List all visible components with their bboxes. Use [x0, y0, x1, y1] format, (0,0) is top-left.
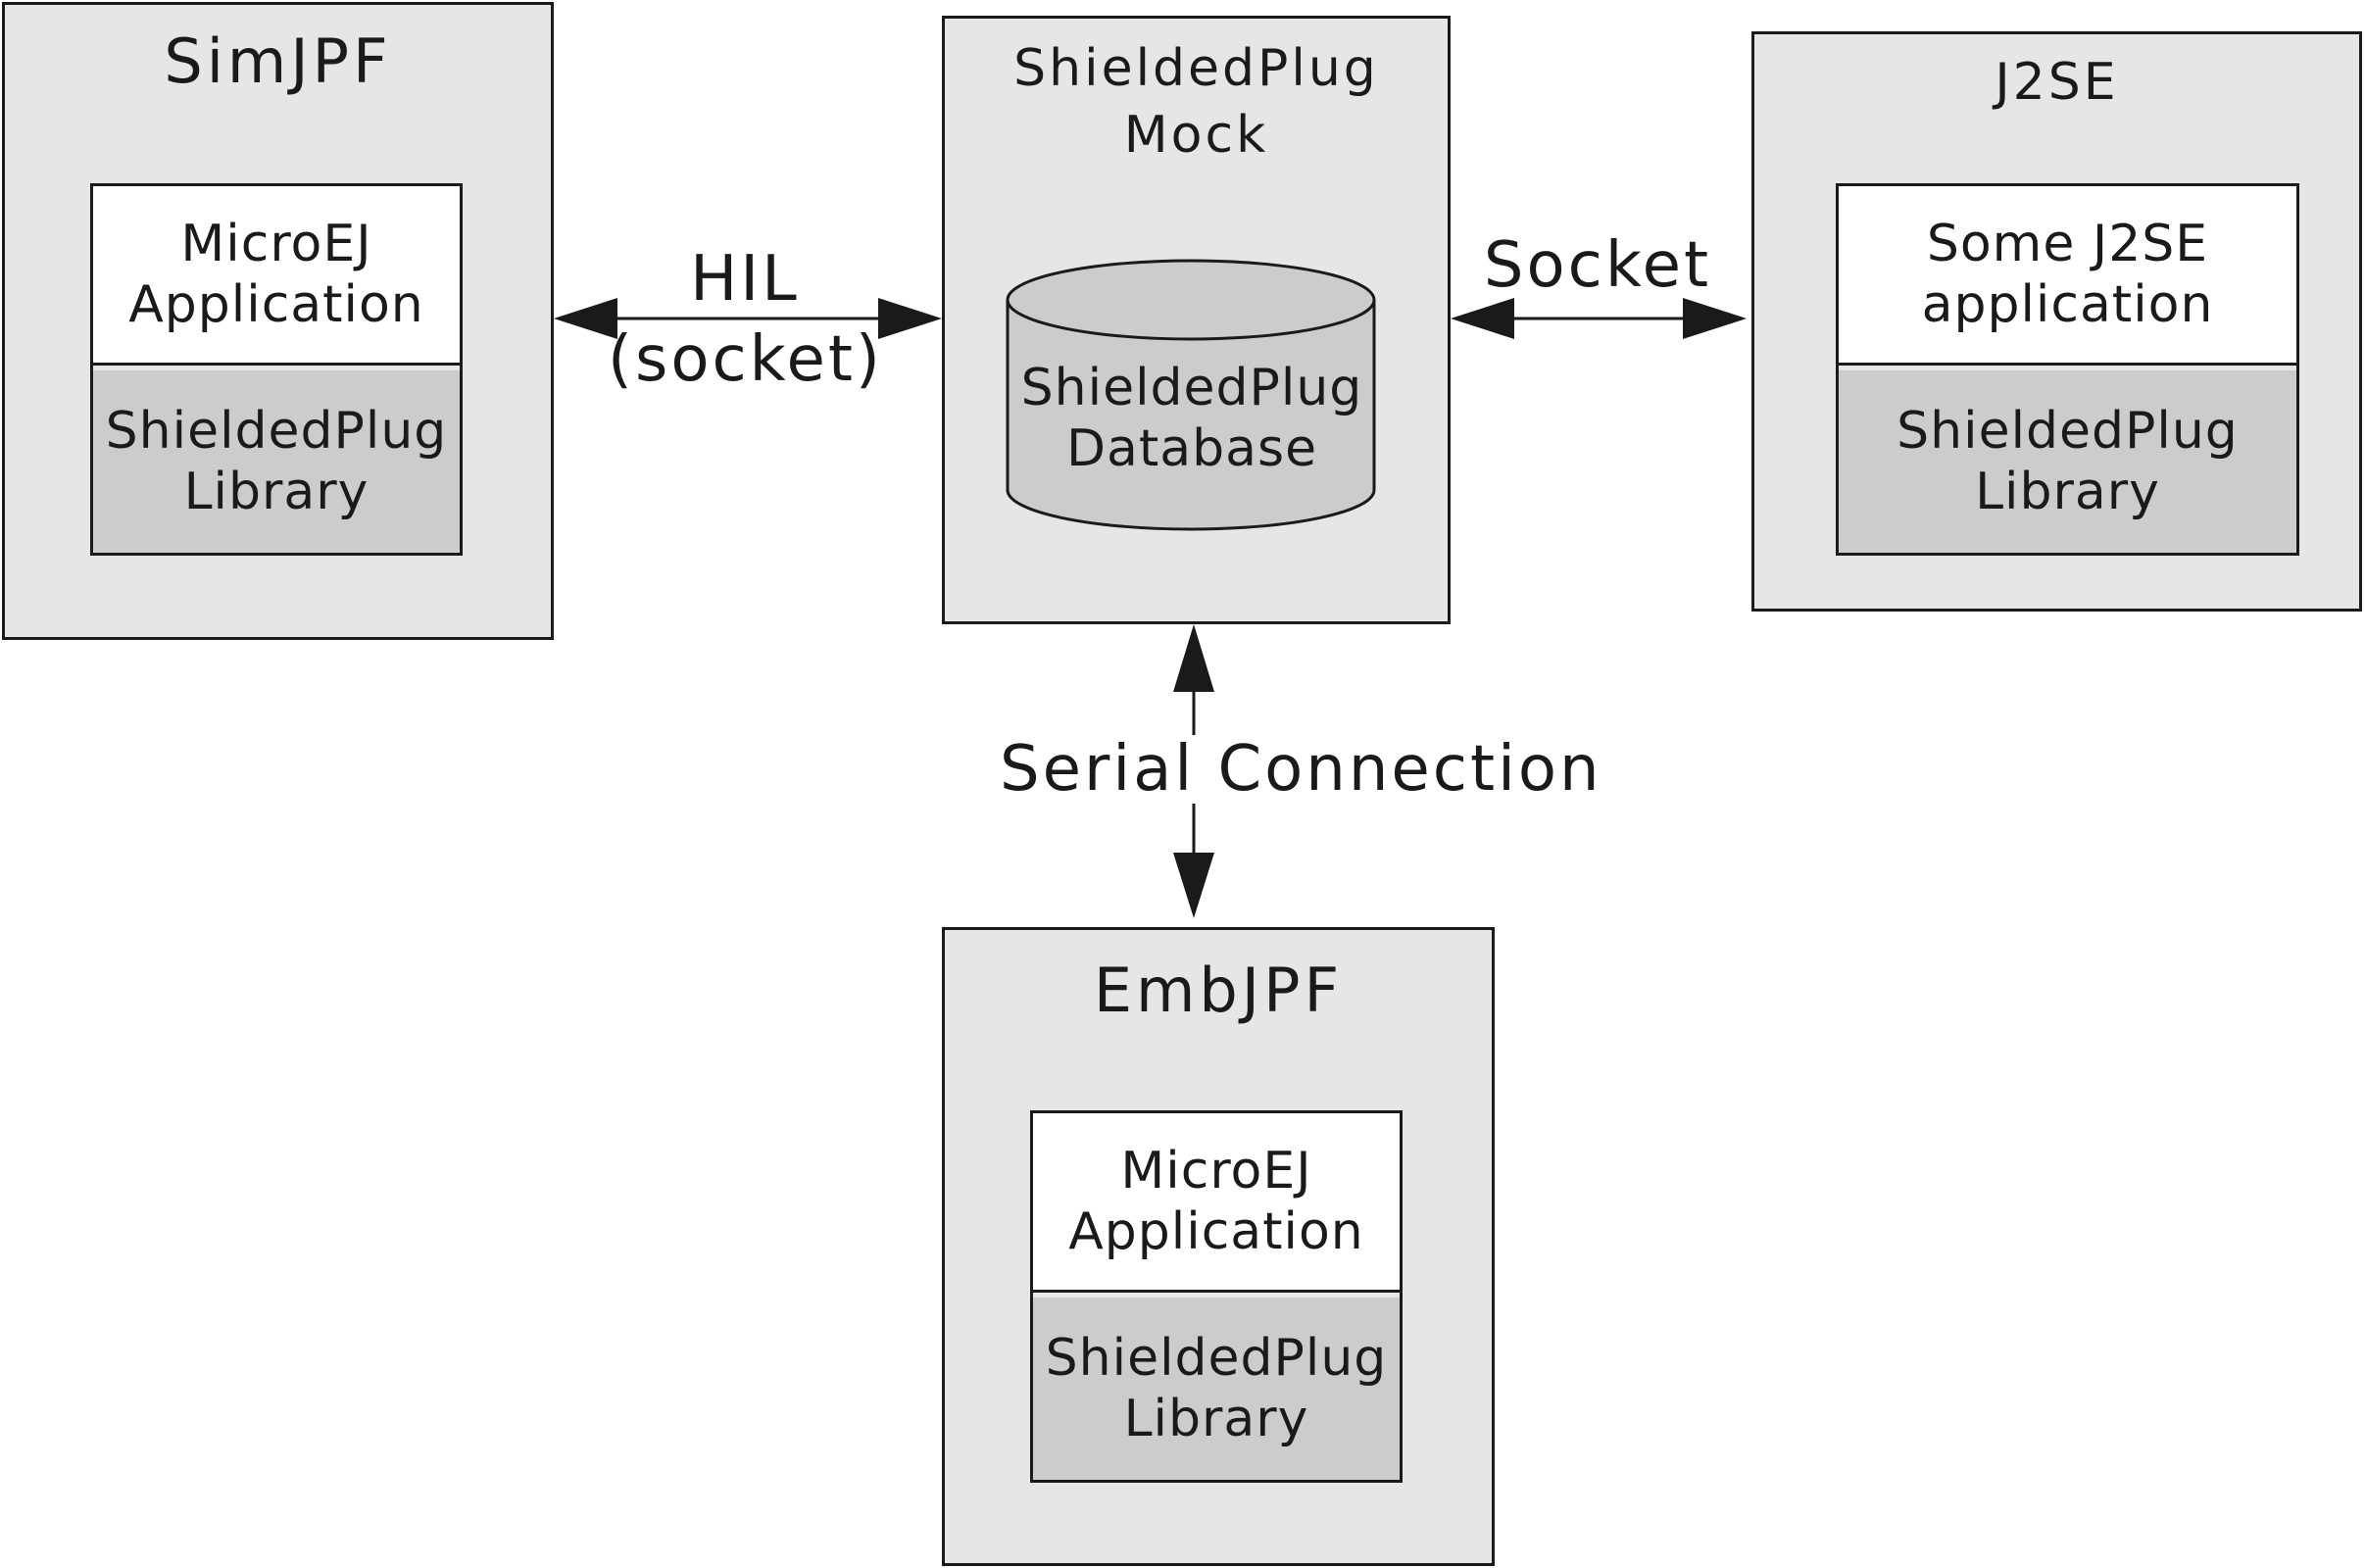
database-label-line1: ShieldedPlug [1020, 359, 1363, 417]
simjpf-library-block: ShieldedPlug Library [93, 370, 460, 553]
simjpf-application-line1: MicroEJ [180, 215, 372, 273]
simjpf-library-line2: Library [183, 463, 370, 521]
embjpf-title: EmbJPF [1093, 955, 1344, 1026]
hil-arrow [554, 298, 942, 339]
simjpf-application-block: MicroEJ Application [93, 186, 460, 366]
database-cylinder [1006, 259, 1376, 531]
j2se-library-line2: Library [1975, 463, 2160, 521]
embjpf-application-block: MicroEJ Application [1033, 1113, 1400, 1293]
j2se-library-block: ShieldedPlug Library [1839, 370, 2296, 553]
simjpf-box: SimJPF MicroEJ Application ShieldedPlug … [2, 2, 554, 640]
simjpf-application-line2: Application [128, 275, 424, 334]
j2se-title: J2SE [1995, 53, 2119, 112]
embjpf-box: EmbJPF MicroEJ Application ShieldedPlug … [942, 927, 1495, 1566]
embjpf-library-block: ShieldedPlug Library [1033, 1298, 1400, 1480]
embjpf-application-line1: MicroEJ [1120, 1142, 1312, 1200]
j2se-box: J2SE Some J2SE application ShieldedPlug … [1751, 31, 2362, 612]
database-label-line2: Database [1065, 419, 1318, 478]
hil-label-line2: (socket) [608, 323, 883, 396]
socket-label: Socket [1483, 229, 1712, 302]
embjpf-library-line2: Library [1123, 1390, 1309, 1448]
j2se-application-line1: Some J2SE [1926, 215, 2209, 273]
simjpf-library-line1: ShieldedPlug [105, 402, 448, 461]
j2se-application-block: Some J2SE application [1839, 186, 2296, 366]
mock-title-line1: ShieldedPlug [1013, 39, 1379, 98]
simjpf-title: SimJPF [164, 25, 392, 97]
embjpf-application-line2: Application [1068, 1202, 1364, 1261]
embjpf-stack: MicroEJ Application ShieldedPlug Library [1030, 1110, 1403, 1483]
j2se-library-line1: ShieldedPlug [1897, 402, 2239, 461]
hil-label-line1: HIL [690, 243, 800, 316]
socket-arrow [1451, 298, 1747, 339]
j2se-application-line2: application [1921, 275, 2214, 334]
embjpf-library-line1: ShieldedPlug [1045, 1329, 1388, 1388]
mock-title-line2: Mock [1123, 106, 1269, 165]
simjpf-stack: MicroEJ Application ShieldedPlug Library [90, 183, 463, 556]
j2se-stack: Some J2SE application ShieldedPlug Libra… [1836, 183, 2299, 556]
serial-connection-label: Serial Connection [1000, 733, 1602, 806]
